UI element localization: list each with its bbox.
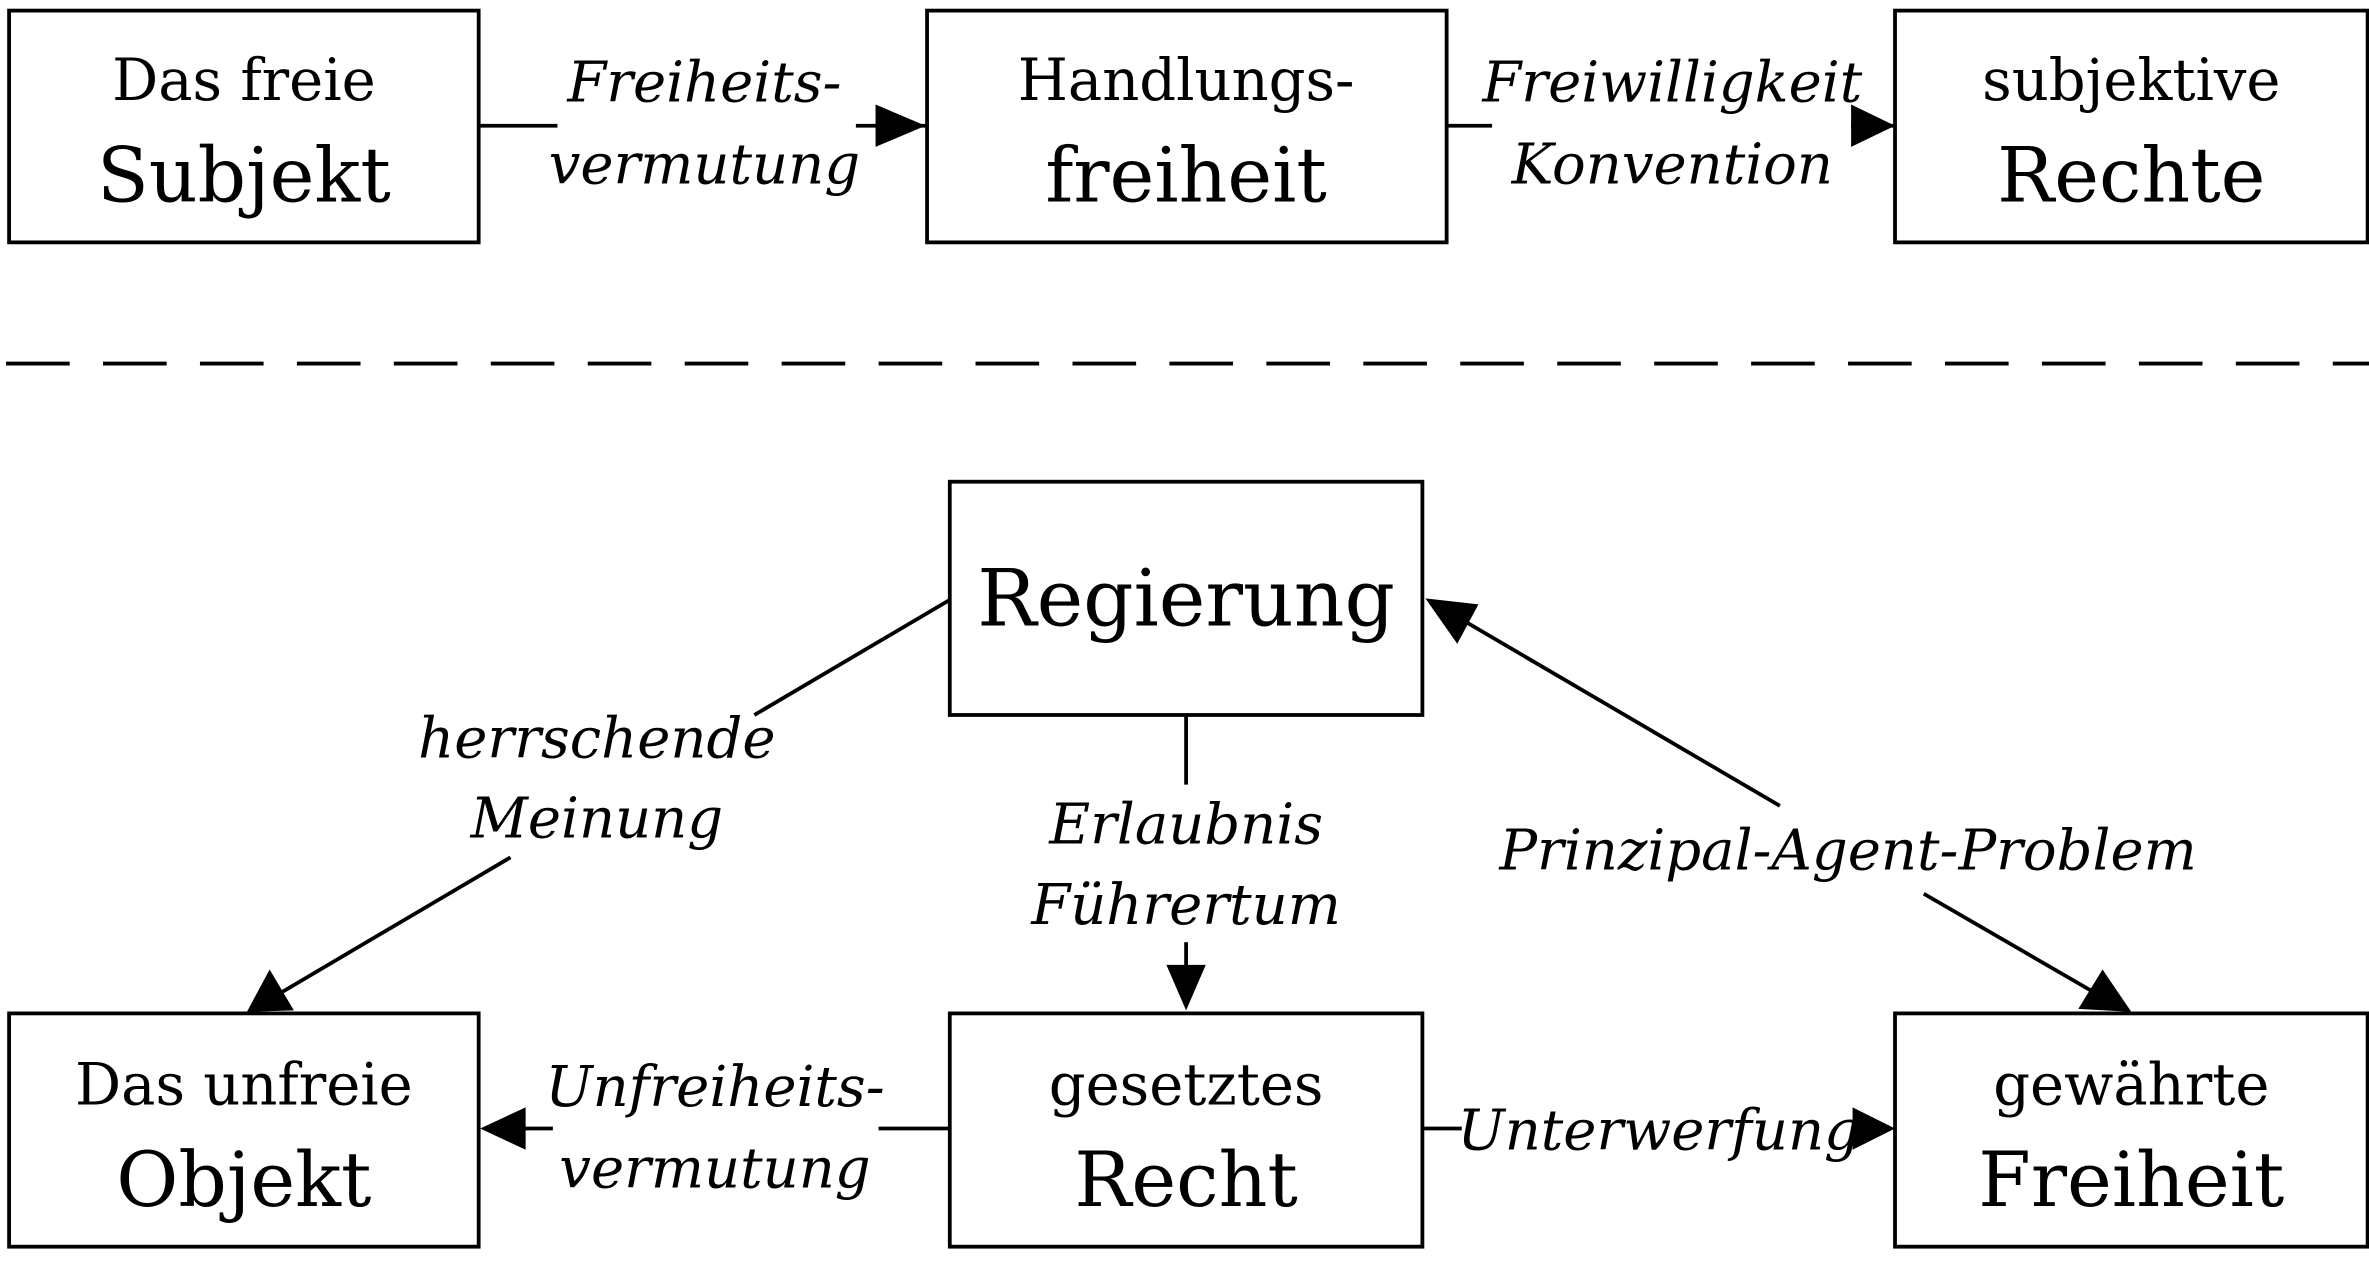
- arrowhead-icon: [1851, 104, 1896, 147]
- box-freedom-of-action: Handlungs- freiheit: [925, 8, 1449, 245]
- box-enacted-law: gesetztes Recht: [947, 1011, 1425, 1249]
- edge-unfreedom-presumption: Unfreiheits- vermutung: [480, 1055, 950, 1202]
- box-enacted-law-line2: Recht: [1074, 1136, 1297, 1224]
- box-freedom-of-action-line2: freiheit: [1045, 131, 1327, 219]
- edge-permission-line2: Führertum: [1030, 873, 1341, 938]
- edge-voluntary-line1: Freiwilligkeit: [1481, 50, 1862, 115]
- edge-submission: Unterwerfung: [1422, 1099, 1896, 1164]
- edge-prevailing-opinion: herrschende Meinung: [246, 598, 951, 1012]
- box-free-subject-line1: Das freie: [112, 47, 376, 114]
- box-government: Regierung: [947, 479, 1425, 717]
- edge-principal-agent: Prinzipal-Agent-Problem: [1425, 598, 2197, 1012]
- box-subjective-rights-line2: Rechte: [1997, 131, 2265, 219]
- box-unfree-object: Das unfreie Objekt: [7, 1011, 481, 1249]
- edge-principal-agent-label: Prinzipal-Agent-Problem: [1498, 818, 2196, 883]
- edge-unfreedom-line2: vermutung: [559, 1137, 870, 1202]
- edge-freedom-presumption-line2: vermutung: [549, 132, 860, 197]
- box-subjective-rights: subjektive Rechte: [1893, 8, 2369, 245]
- edge-prevailing-opinion-line1: herrschende: [418, 706, 775, 771]
- arrowhead-icon: [2078, 969, 2132, 1012]
- box-granted-freedom: gewährte Freiheit: [1893, 1011, 2369, 1249]
- box-freedom-of-action-line1: Handlungs-: [1018, 47, 1355, 114]
- edge-permission-leadership: Erlaubnis Führertum: [1030, 714, 1341, 1011]
- box-subjective-rights-line1: subjektive: [1982, 47, 2280, 114]
- arrowhead-icon: [875, 104, 926, 147]
- arrowhead-icon: [1425, 598, 1479, 644]
- arrowhead-icon: [480, 1107, 526, 1150]
- box-free-subject-line2: Subjekt: [97, 131, 391, 219]
- box-unfree-object-line2: Objekt: [116, 1136, 371, 1224]
- box-free-subject: Das freie Subjekt: [7, 8, 481, 245]
- edge-freedom-presumption: Freiheits- vermutung: [478, 50, 926, 197]
- box-unfree-object-line1: Das unfreie: [75, 1051, 413, 1118]
- box-government-label: Regierung: [977, 553, 1395, 645]
- edge-voluntary-line2: Konvention: [1511, 132, 1833, 197]
- edge-unfreedom-line1: Unfreiheits-: [545, 1055, 884, 1120]
- box-granted-freedom-line1: gewährte: [1993, 1051, 2269, 1118]
- edge-voluntary-convention: Freiwilligkeit Konvention: [1446, 50, 1896, 197]
- edge-permission-line1: Erlaubnis: [1048, 793, 1323, 858]
- arrowhead-icon: [1166, 964, 1206, 1011]
- edge-freedom-presumption-line1: Freiheits-: [566, 50, 841, 115]
- edge-submission-label: Unterwerfung: [1457, 1099, 1859, 1164]
- box-enacted-law-line1: gesetztes: [1049, 1051, 1324, 1118]
- box-granted-freedom-line2: Freiheit: [1978, 1136, 2284, 1224]
- edge-prevailing-opinion-line2: Meinung: [470, 787, 724, 852]
- arrowhead-icon: [246, 969, 294, 1012]
- arrowhead-icon: [1852, 1107, 1896, 1150]
